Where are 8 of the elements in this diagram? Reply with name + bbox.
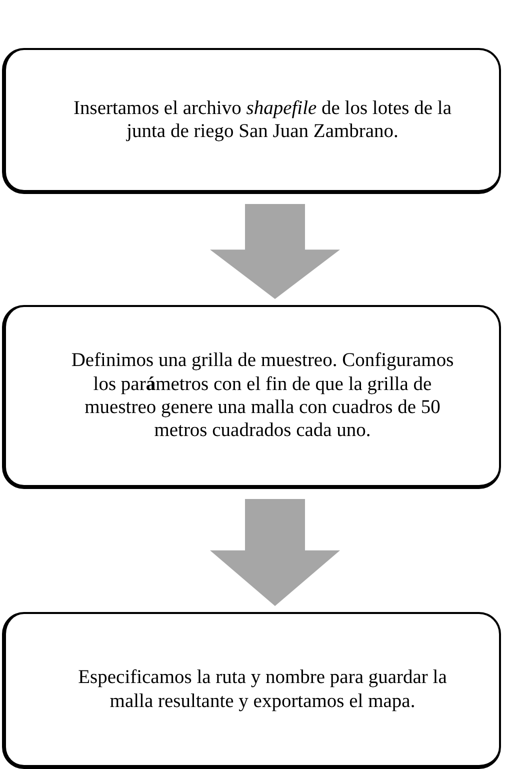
step-text: Insertamos el archivo shapefile de los lotes de la junta de riego San Juan Zambrano. <box>72 96 452 144</box>
process-box <box>2 48 501 194</box>
block-arrow <box>210 499 340 606</box>
block-arrow <box>210 204 340 299</box>
step-text: Definimos una grilla de muestreo. Configuramos los parámetros con el fin de que la grilla de muestreo genere una malla con cuadros de 50 metros cuadrados cada uno. <box>70 349 455 443</box>
process-box <box>2 612 501 769</box>
step-text: Especificamos la ruta y nombre para guardar la malla resultante y exportamos el mapa. <box>77 666 448 713</box>
process-box <box>2 305 501 489</box>
